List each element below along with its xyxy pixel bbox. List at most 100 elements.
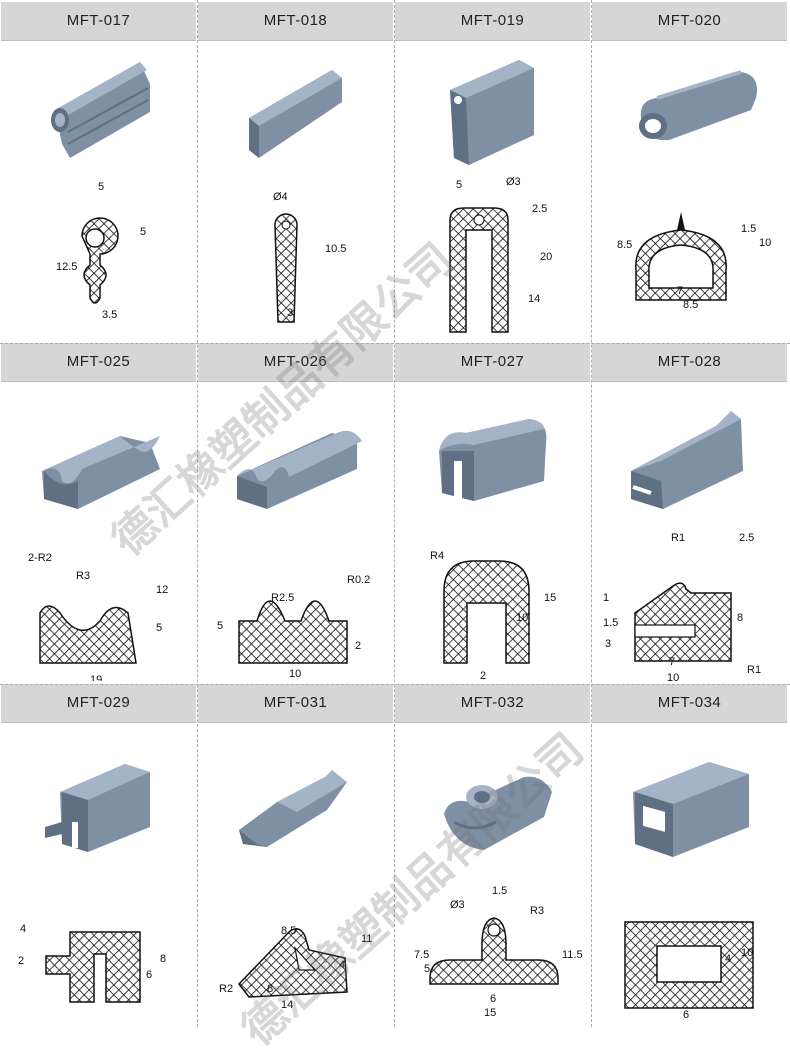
dimension-label: R2 [219, 983, 233, 995]
product-code-header: MFT-034 [592, 684, 787, 723]
dimension-label: 7 [677, 285, 683, 297]
profile-3d-view [639, 70, 757, 141]
product-cell: MFT-034 410612 [591, 684, 788, 1025]
dimension-label: 7.5 [414, 949, 429, 961]
dimension-label: 2 [18, 955, 24, 967]
product-code-header: MFT-029 [1, 684, 196, 723]
profile-3d-view [249, 70, 342, 158]
dimension-label: 11.5 [562, 949, 583, 961]
dimension-label: 15 [544, 592, 556, 604]
dimension-label: 10 [289, 668, 301, 680]
dimension-label: 5 [424, 963, 430, 975]
dimension-label: 2.5 [739, 532, 754, 544]
dimension-label: 12 [156, 584, 168, 596]
dimension-label: 14 [281, 999, 293, 1011]
dimension-label: 8.5 [617, 239, 632, 251]
dimension-label: 6 [490, 993, 496, 1005]
cross-section-drawing [81, 217, 119, 304]
dimension-label: 14 [528, 293, 540, 305]
dimension-label: R3 [76, 570, 90, 582]
product-code-header: MFT-031 [198, 684, 393, 723]
cross-section-drawing [624, 921, 754, 1009]
product-drawing: 512.553.5 [51, 62, 150, 321]
dimension-label: 10 [667, 672, 679, 681]
cross-section-drawing [443, 560, 530, 664]
profile-3d-view [237, 430, 362, 509]
dimension-label: 5 [98, 181, 104, 193]
product-code-header: MFT-026 [198, 343, 393, 382]
dimension-label: 2-R2 [28, 552, 52, 564]
profile-3d-view [45, 764, 150, 852]
product-code-header: MFT-018 [198, 2, 393, 41]
profile-3d-view [444, 776, 552, 850]
cross-section-drawing [274, 213, 298, 323]
dimension-label: Ø3 [506, 176, 521, 188]
product-drawing: 410612 [624, 762, 754, 1021]
profile-3d-view [42, 436, 160, 509]
dimension-label: 1.5 [492, 885, 507, 897]
dimension-label: 11 [361, 933, 372, 945]
dimension-label: 4 [20, 923, 26, 935]
column-divider [394, 0, 395, 1027]
dimension-label: 8.5 [683, 299, 698, 311]
dimension-label: 10 [759, 237, 771, 249]
dimension-label: 7 [669, 656, 675, 668]
cross-section-drawing [39, 605, 137, 664]
dimension-label: R1 [671, 532, 685, 544]
dimension-label: 2 [355, 640, 361, 652]
dimension-label: 1 [603, 592, 609, 604]
profile-3d-view [633, 762, 749, 857]
cross-section-drawing [429, 917, 559, 985]
dimension-labels: 512.553.5 [56, 181, 146, 321]
cross-section-drawing [45, 931, 141, 1003]
dimension-label: 15 [484, 1007, 496, 1019]
dimension-label: 8 [737, 612, 743, 624]
product-cell: MFT-027 R41015210 [394, 343, 591, 684]
profile-3d-view [631, 411, 743, 509]
dimension-label: 8 [267, 983, 273, 995]
dimension-label: R4 [430, 550, 444, 562]
product-code-header: MFT-027 [395, 343, 590, 382]
product-code-header: MFT-028 [592, 343, 787, 382]
dimension-labels: R41015210 [430, 550, 556, 681]
dimension-label: R1 [747, 664, 761, 676]
dimension-label: 5 [156, 622, 162, 634]
profile-3d-view [450, 60, 534, 165]
dimension-label: R3 [530, 905, 544, 917]
product-drawing: R41015210 [430, 419, 556, 681]
row-divider [0, 684, 790, 685]
dimension-label: 19 [90, 674, 102, 681]
row-divider [0, 343, 790, 344]
product-code-header: MFT-017 [1, 2, 196, 41]
product-code-header: MFT-032 [395, 684, 590, 723]
column-divider [197, 0, 198, 1027]
cross-section-drawing [238, 600, 348, 664]
dimension-label: 2 [480, 670, 486, 681]
dimension-label: 3.5 [102, 309, 117, 321]
cross-section-drawing [238, 928, 348, 998]
dimension-label: 6 [146, 969, 152, 981]
column-divider [591, 0, 592, 1027]
dimension-label: Ø4 [273, 191, 288, 203]
dimension-label: 6 [683, 1009, 689, 1021]
